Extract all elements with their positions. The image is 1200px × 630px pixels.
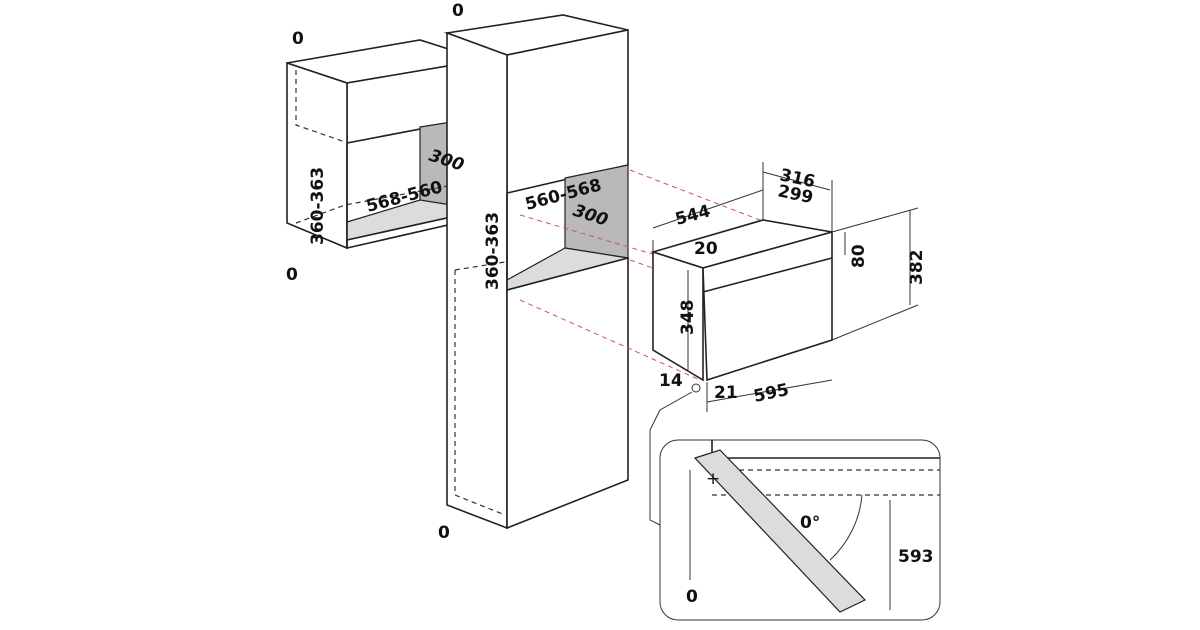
wall-bottom-clearance-label: 0 bbox=[286, 265, 298, 285]
tall-niche-height-label: 360-363 bbox=[483, 212, 503, 290]
top-offset-label: 20 bbox=[694, 239, 718, 259]
door-swing-label: 593 bbox=[898, 547, 934, 567]
tall-bottom-clearance-label: 0 bbox=[438, 523, 450, 543]
tall-cabinet bbox=[443, 14, 766, 530]
panel-height-label: 80 bbox=[849, 244, 869, 268]
tall-top-clearance-label: 0 bbox=[452, 1, 464, 21]
appliance-oven bbox=[649, 162, 919, 526]
wall-niche-height-label: 360-363 bbox=[308, 167, 328, 245]
door-clearance-label: 0 bbox=[686, 587, 698, 607]
door-angle-label: 0° bbox=[800, 513, 820, 533]
door-detail-inset: + bbox=[659, 439, 941, 621]
body-width-label: 544 bbox=[673, 201, 713, 230]
front-width-label: 595 bbox=[752, 380, 791, 407]
svg-text:+: + bbox=[706, 469, 720, 489]
door-offset-label: 21 bbox=[714, 383, 738, 403]
total-height-label: 382 bbox=[907, 250, 927, 286]
bottom-offset-label: 14 bbox=[659, 371, 683, 391]
body-height-label: 348 bbox=[678, 300, 698, 336]
wall-top-clearance-label: 0 bbox=[292, 29, 304, 49]
